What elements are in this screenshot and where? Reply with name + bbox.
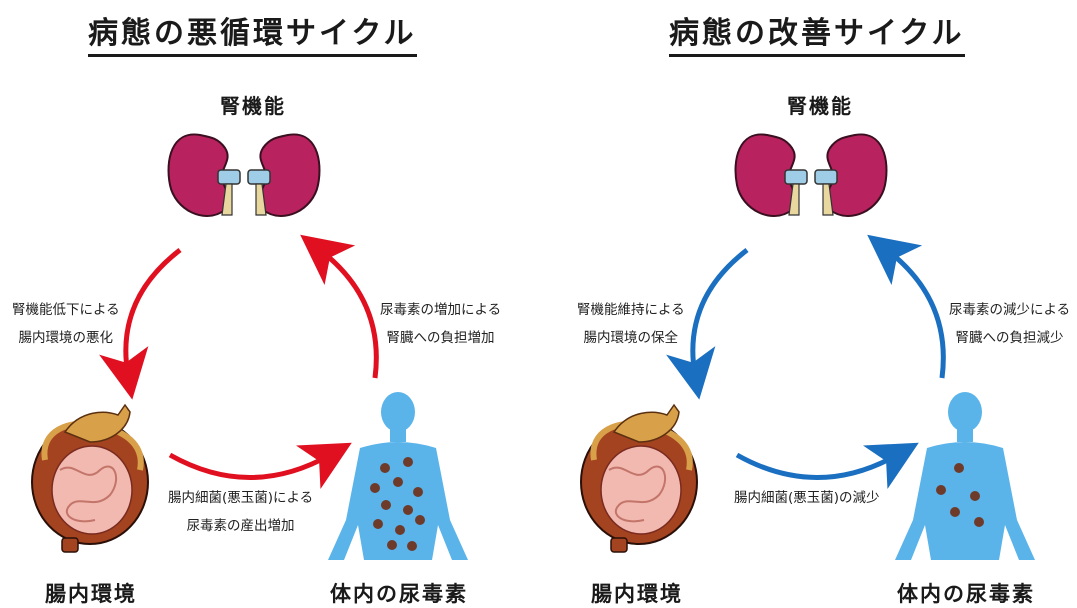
kidney-function-label: 腎機能 — [220, 94, 286, 118]
body-figure-illustration — [895, 392, 1035, 560]
arrow-intestine-to-body — [735, 442, 919, 490]
note-intestine-to-body: 腸内細菌(悪玉菌)による 尿毒素の産出増加 — [168, 490, 314, 534]
note-body-to-kidney: 尿毒素の増加による 腎臓への負担増加 — [380, 302, 502, 346]
intestinal-environment-label: 腸内環境 — [45, 582, 137, 606]
arrow-kidney-to-intestine — [99, 248, 182, 400]
kidney-illustration — [734, 133, 888, 217]
arrow-body-to-kidney — [867, 234, 946, 379]
toxin-dots — [370, 457, 425, 551]
toxin-dots — [936, 463, 984, 527]
arrow-intestine-to-body — [168, 442, 352, 490]
intestinal-environment-label: 腸内環境 — [591, 582, 683, 606]
improvement-cycle-panel: 病態の改善サイクル — [539, 0, 1077, 608]
vicious-cycle-panel: 病態の悪循環サイクル — [0, 0, 538, 608]
uremic-toxin-label: 体内の尿毒素 — [330, 582, 468, 606]
body-figure-illustration — [328, 392, 468, 560]
intestine-illustration — [31, 403, 149, 553]
arrow-body-to-kidney — [300, 234, 379, 379]
intestine-illustration — [580, 403, 698, 553]
note-intestine-to-body: 腸内細菌(悪玉菌)の減少 — [734, 490, 880, 506]
vicious-cycle-diagram — [31, 133, 468, 560]
improvement-cycle-title: 病態の改善サイクル — [669, 8, 965, 57]
vicious-cycle-title: 病態の悪循環サイクル — [88, 8, 417, 57]
note-kidney-to-intestine: 腎機能低下による 腸内環境の悪化 — [12, 302, 120, 346]
kidney-illustration — [167, 133, 321, 217]
note-kidney-to-intestine: 腎機能維持による 腸内環境の保全 — [577, 302, 685, 346]
kidney-function-label: 腎機能 — [787, 94, 853, 118]
arrow-kidney-to-intestine — [666, 248, 749, 400]
improvement-cycle-diagram — [580, 133, 1035, 560]
uremic-toxin-label: 体内の尿毒素 — [897, 582, 1035, 606]
note-body-to-kidney: 尿毒素の減少による 腎臓への負担減少 — [949, 302, 1071, 346]
